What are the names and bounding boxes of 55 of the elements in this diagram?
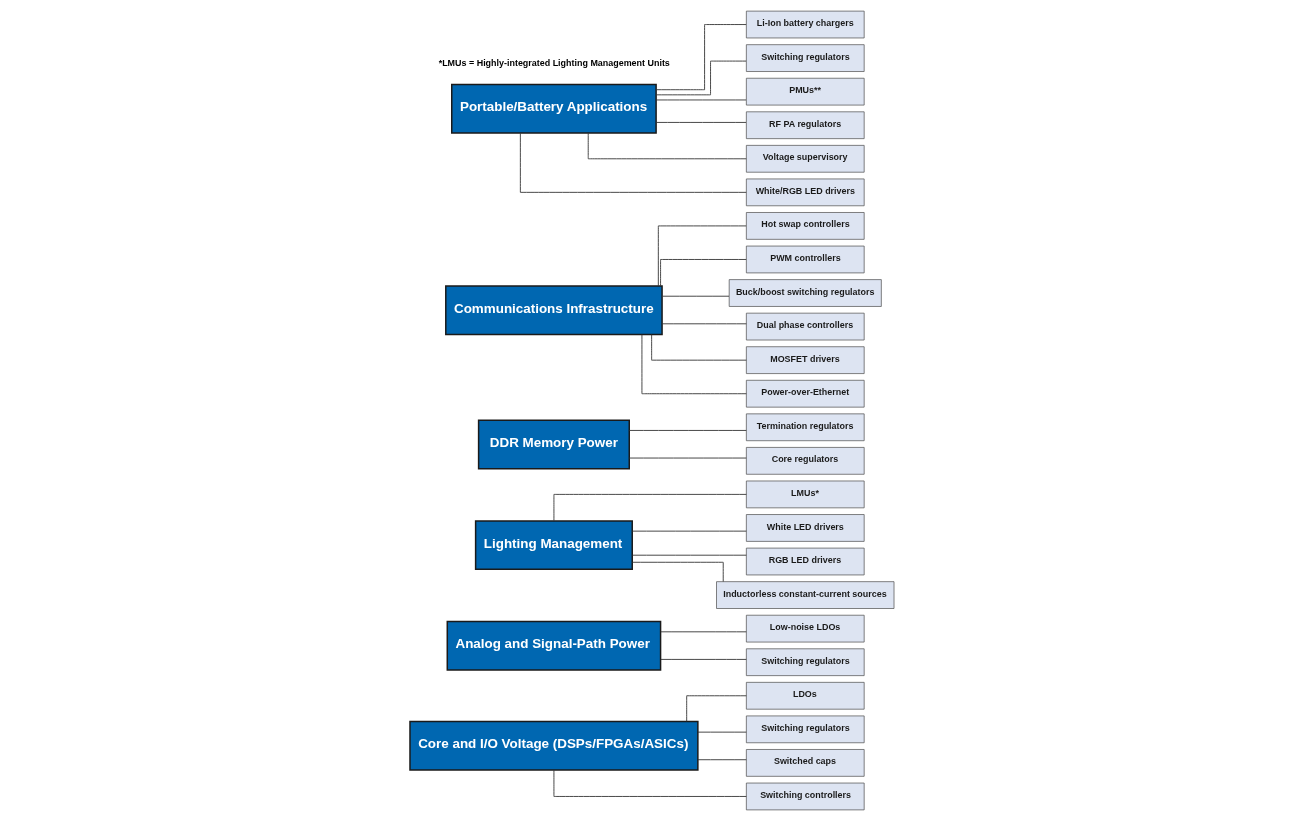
connector (519, 132, 747, 193)
node-box: PWM controllers (745, 245, 865, 274)
connector (657, 225, 747, 287)
connector (651, 334, 747, 361)
connector (641, 334, 747, 395)
connector (553, 493, 747, 522)
node-box: Switching regulators (745, 44, 865, 72)
node-box: Li-Ion battery chargers (745, 10, 865, 39)
node-box: Inductorless constant-current sources (716, 581, 895, 609)
connector (553, 769, 747, 797)
node-box: LDOs (745, 681, 865, 710)
node-box: PMUs** (745, 77, 865, 106)
connector (587, 132, 747, 160)
node-box: Switching regulators (745, 715, 865, 744)
node-box: Termination regulators (745, 413, 865, 442)
connector (631, 554, 747, 556)
node-box: Dual phase controllers (745, 312, 865, 341)
node-box: Buck/boost switching regulators (728, 279, 882, 307)
node-box: Switched caps (745, 749, 865, 777)
node-box: RF PA regulators (745, 111, 865, 140)
connector (628, 457, 747, 459)
connector (631, 561, 724, 582)
node-box: Core and I/O Voltage (DSPs/FPGAs/ASICs) (409, 720, 699, 771)
node-box: MOSFET drivers (745, 346, 865, 374)
node-box: Communications Infrastructure (445, 285, 663, 336)
node-box: Hot swap controllers (745, 212, 865, 240)
node-box: Voltage supervisory (745, 145, 865, 173)
connector (628, 430, 747, 431)
node-box: White LED drivers (745, 514, 865, 542)
connector (655, 122, 747, 123)
connector (660, 631, 747, 633)
connector (660, 259, 747, 287)
node-box: Power-over-Ethernet (745, 379, 865, 408)
connector (660, 658, 747, 660)
node-box: Lighting Management (474, 520, 633, 571)
node-box: Switching controllers (745, 782, 865, 811)
node-box: RGB LED drivers (745, 547, 865, 576)
node-box: Core regulators (745, 447, 865, 475)
connector (661, 323, 747, 325)
connector (686, 695, 747, 722)
connector (655, 24, 747, 91)
connector (655, 60, 747, 96)
connector (655, 99, 747, 101)
node-box: Switching regulators (745, 648, 865, 676)
node-box: White/RGB LED drivers (745, 178, 865, 207)
connector (661, 295, 730, 297)
connector (631, 530, 747, 532)
node-box: Portable/Battery Applications (451, 83, 657, 134)
node-box: Low-noise LDOs (745, 614, 865, 643)
node-box: DDR Memory Power (477, 419, 630, 470)
node-box: LMUs* (745, 480, 865, 509)
node-box: Analog and Signal-Path Power (446, 620, 662, 671)
connector (697, 759, 747, 761)
label: *LMUs = Highly-integrated Lighting Management Units (438, 57, 670, 68)
connector (697, 731, 747, 733)
